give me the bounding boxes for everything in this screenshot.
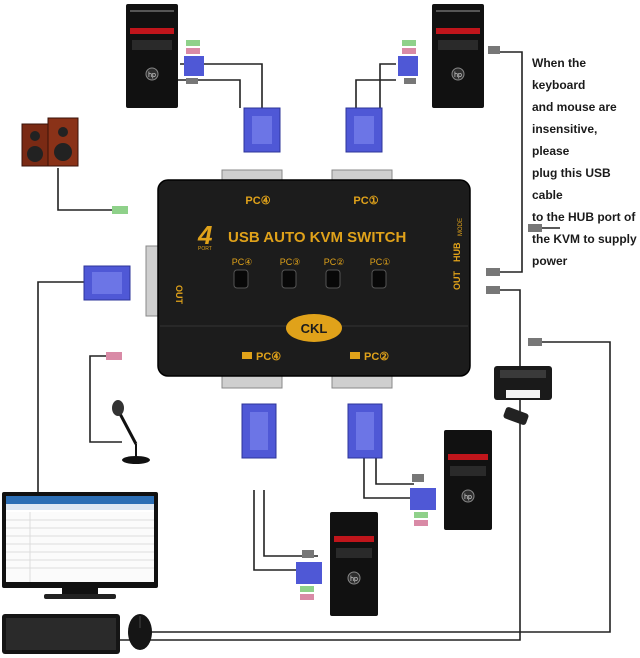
vga-plug-top-right <box>345 107 383 153</box>
vga-plug-monitor <box>83 265 131 301</box>
top-port-label: PC① <box>353 195 378 207</box>
brand-logo-text: CKL <box>301 321 328 336</box>
kvm-port-word: PORT <box>198 246 212 252</box>
note-line: power <box>532 254 568 268</box>
pc-brand-logo: hp <box>464 494 472 501</box>
button-label: PC① <box>370 257 391 267</box>
note-line: insensitive, please <box>532 122 598 158</box>
pc-bottom-right: hp <box>444 430 492 530</box>
cables <box>37 51 611 641</box>
monitor-icon <box>2 492 158 599</box>
vga-plug-bottom-right <box>347 403 383 459</box>
pc-bottom-middle: hp <box>330 512 378 616</box>
kvm-port-count: 4 <box>197 220 213 250</box>
usb-plug-icon <box>488 46 500 54</box>
speakers-icon <box>21 117 79 167</box>
pc-bottom-right-connectors <box>410 474 436 526</box>
pc-brand-logo: hp <box>148 72 156 79</box>
hub-label: HUB <box>452 242 462 262</box>
pc-top-left-connectors <box>184 40 204 84</box>
pc3-select-button <box>281 269 297 289</box>
usb-plug-icon <box>486 286 500 294</box>
kvm-switch: PC④ PC① 4 PORT USB AUTO KVM SWITCH PC④ P… <box>145 169 471 389</box>
keyboard-icon <box>2 614 120 654</box>
note-line: the KVM to supply <box>532 232 637 246</box>
usb-plug-icon <box>486 268 500 276</box>
audio-plug-pink <box>106 352 122 360</box>
audio-plug-green <box>112 206 128 214</box>
mouse-icon <box>128 614 152 650</box>
ckl-logo <box>286 314 342 342</box>
note-line: and mouse are <box>532 100 617 114</box>
pc-brand-logo: hp <box>350 576 358 583</box>
pc-top-right-connectors <box>398 40 500 84</box>
pc2-select-button <box>325 269 341 289</box>
usb-plug-icon <box>528 338 542 346</box>
usb-power-note: When the keyboard and mouse are insensit… <box>532 52 638 272</box>
button-label: PC④ <box>232 257 253 267</box>
bottom-port-label: PC② <box>364 351 389 363</box>
pc-bottom-middle-connectors <box>296 550 322 600</box>
printer-icon <box>494 366 552 400</box>
monitor-icon <box>242 352 252 359</box>
mode-label: MODE <box>458 218 464 236</box>
pc-brand-logo: hp <box>454 72 462 79</box>
out-label-left: OUT <box>174 285 184 305</box>
usb-plug-icon <box>528 224 542 232</box>
out-label-right: OUT <box>452 271 462 291</box>
microphone-icon <box>112 400 150 464</box>
pc1-select-button <box>371 269 387 289</box>
top-port-label: PC④ <box>245 195 270 207</box>
button-label: PC② <box>324 257 345 267</box>
vga-plug-bottom-left <box>241 403 277 459</box>
bottom-port-label: PC④ <box>256 351 281 363</box>
kvm-title: USB AUTO KVM SWITCH <box>228 229 406 246</box>
note-line: to the HUB port of <box>532 210 636 224</box>
note-line: plug this USB cable <box>532 166 611 202</box>
pc4-select-button <box>233 269 249 289</box>
note-line: When the keyboard <box>532 56 586 92</box>
vga-plug-top-left <box>243 107 281 153</box>
button-label: PC③ <box>280 257 301 267</box>
monitor-icon <box>350 352 360 359</box>
usb-wireless-adapter-icon <box>503 407 529 425</box>
pc-top-left: hp <box>126 4 178 108</box>
pc-top-right: hp <box>432 4 484 108</box>
